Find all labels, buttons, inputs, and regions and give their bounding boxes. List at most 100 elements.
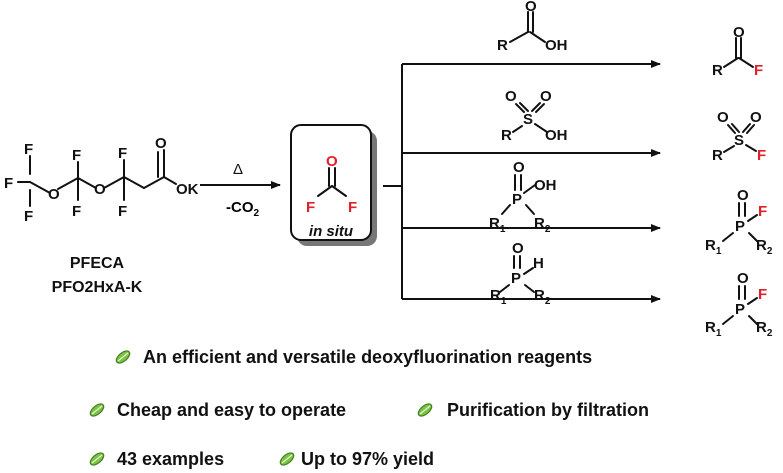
bond: [529, 31, 546, 43]
bond: [143, 176, 165, 189]
phosphinic-fluoride-2-structure: O P F R1 R2: [705, 270, 773, 339]
atom-S: S: [734, 132, 744, 149]
bond: [738, 57, 754, 68]
atom-R1: R1: [705, 237, 722, 257]
in-situ-box: O F F in situ: [290, 124, 377, 246]
atom-P: P: [735, 301, 745, 318]
atom-O: O: [513, 159, 525, 176]
atom-OH: OH: [545, 127, 568, 144]
atom-OH: OH: [534, 177, 557, 194]
atom-OK: OK: [176, 181, 199, 198]
bond: [29, 181, 51, 194]
atom-F: F: [757, 147, 766, 164]
bullet-text: 43 examples: [117, 449, 224, 469]
bond: [535, 103, 545, 113]
box-frame: [290, 124, 372, 241]
atom-F: F: [24, 141, 33, 158]
atom-S: S: [523, 111, 533, 128]
bond: [722, 315, 734, 325]
acyl-fluoride-structure: R O F: [712, 24, 763, 79]
bond: [515, 103, 525, 113]
atom-P: P: [512, 191, 522, 208]
atom-R: R: [712, 62, 723, 79]
bond: [331, 185, 347, 197]
bond: [103, 176, 125, 189]
reagent-name: PFECA: [70, 255, 125, 272]
atom-O: O: [717, 109, 729, 126]
sulfonic-acid-structure: R S O O OH: [501, 88, 568, 144]
atom-R1: R1: [705, 319, 722, 339]
atom-F: F: [754, 62, 763, 79]
bond: [534, 123, 548, 133]
atom-F: F: [758, 203, 767, 220]
atom-R2: R2: [534, 215, 551, 235]
atom-O: O: [737, 187, 749, 204]
atom-OH: OH: [545, 37, 568, 54]
pfeca-structure: F F F O F F O F F O OK: [4, 135, 199, 225]
atom-R: R: [712, 147, 723, 164]
atom-R1: R1: [489, 215, 506, 235]
bullet-text: Up to 97% yield: [301, 449, 434, 469]
bond: [509, 31, 529, 43]
atom-R2: R2: [756, 319, 773, 339]
bond: [163, 176, 177, 185]
bullet-text: An efficient and versatile deoxyfluorina…: [143, 347, 592, 367]
bond: [57, 177, 79, 190]
atom-O: O: [48, 186, 60, 203]
phosphinic-acid-structure: O P OH R1 R2: [489, 159, 557, 235]
atom-O: O: [94, 181, 106, 198]
atom-O: O: [540, 88, 552, 105]
carboxylic-acid-structure: R O OH: [497, 0, 568, 54]
leaf-bullet-icon: [415, 401, 435, 419]
atom-R: R: [501, 127, 512, 144]
atom-R: R: [497, 37, 508, 54]
bond: [523, 267, 534, 275]
bond: [525, 204, 535, 215]
atom-P: P: [735, 218, 745, 235]
atom-F: F: [348, 199, 357, 216]
reagent-code: PFO2HxA-K: [52, 279, 143, 296]
sulfonyl-fluoride-structure: R S O O F: [712, 109, 766, 164]
bond: [524, 284, 535, 293]
heat-symbol: Δ: [233, 161, 243, 178]
bond: [501, 204, 511, 215]
atom-F: F: [758, 286, 767, 303]
phosphine-oxide-structure: O P H R1 R2: [490, 240, 551, 307]
atom-R2: R2: [756, 237, 773, 257]
leaf-bullet-icon: [87, 450, 107, 468]
bond: [748, 315, 758, 325]
bond: [512, 125, 523, 133]
atom-R1: R1: [490, 287, 507, 307]
bond: [523, 184, 536, 194]
atom-O: O: [733, 24, 745, 41]
bullet-list: An efficient and versatile deoxyfluorina…: [87, 347, 649, 469]
atom-F: F: [306, 199, 315, 216]
in-situ-caption: in situ: [309, 223, 353, 240]
phosphinic-fluoride-structure: O P F R1 R2: [705, 187, 773, 257]
atom-F: F: [24, 208, 33, 225]
bond: [747, 214, 758, 222]
atom-F: F: [4, 175, 13, 192]
bond: [745, 144, 757, 152]
atom-F: F: [72, 147, 81, 164]
bond: [77, 177, 97, 189]
atom-F: F: [118, 145, 127, 162]
atom-O: O: [505, 88, 517, 105]
bond: [317, 185, 333, 197]
bond: [748, 232, 758, 242]
bullet-text: Cheap and easy to operate: [117, 400, 346, 420]
atom-O: O: [737, 270, 749, 287]
bond: [123, 176, 145, 189]
leaf-bullet-icon: [113, 348, 133, 366]
bond: [531, 102, 541, 112]
atom-O: O: [525, 0, 537, 15]
atom-P: P: [511, 270, 521, 287]
leaf-bullet-icon: [87, 401, 107, 419]
atom-O: O: [155, 135, 167, 152]
bond: [727, 124, 736, 134]
atom-O: O: [326, 153, 338, 170]
leaf-bullet-icon: [277, 450, 297, 468]
bond: [742, 123, 751, 133]
atom-F: F: [72, 203, 81, 220]
